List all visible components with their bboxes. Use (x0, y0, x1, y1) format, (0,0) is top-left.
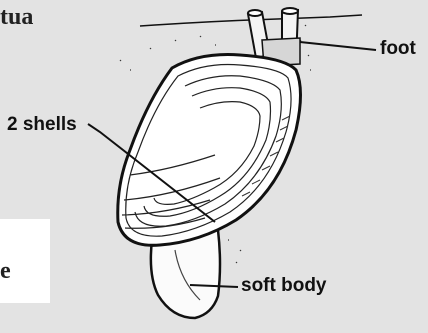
shells-label: 2 shells (7, 114, 77, 136)
foot-label: foot (380, 38, 416, 60)
soft-body-label: soft body (241, 275, 327, 297)
foot-leader-line (300, 42, 376, 50)
